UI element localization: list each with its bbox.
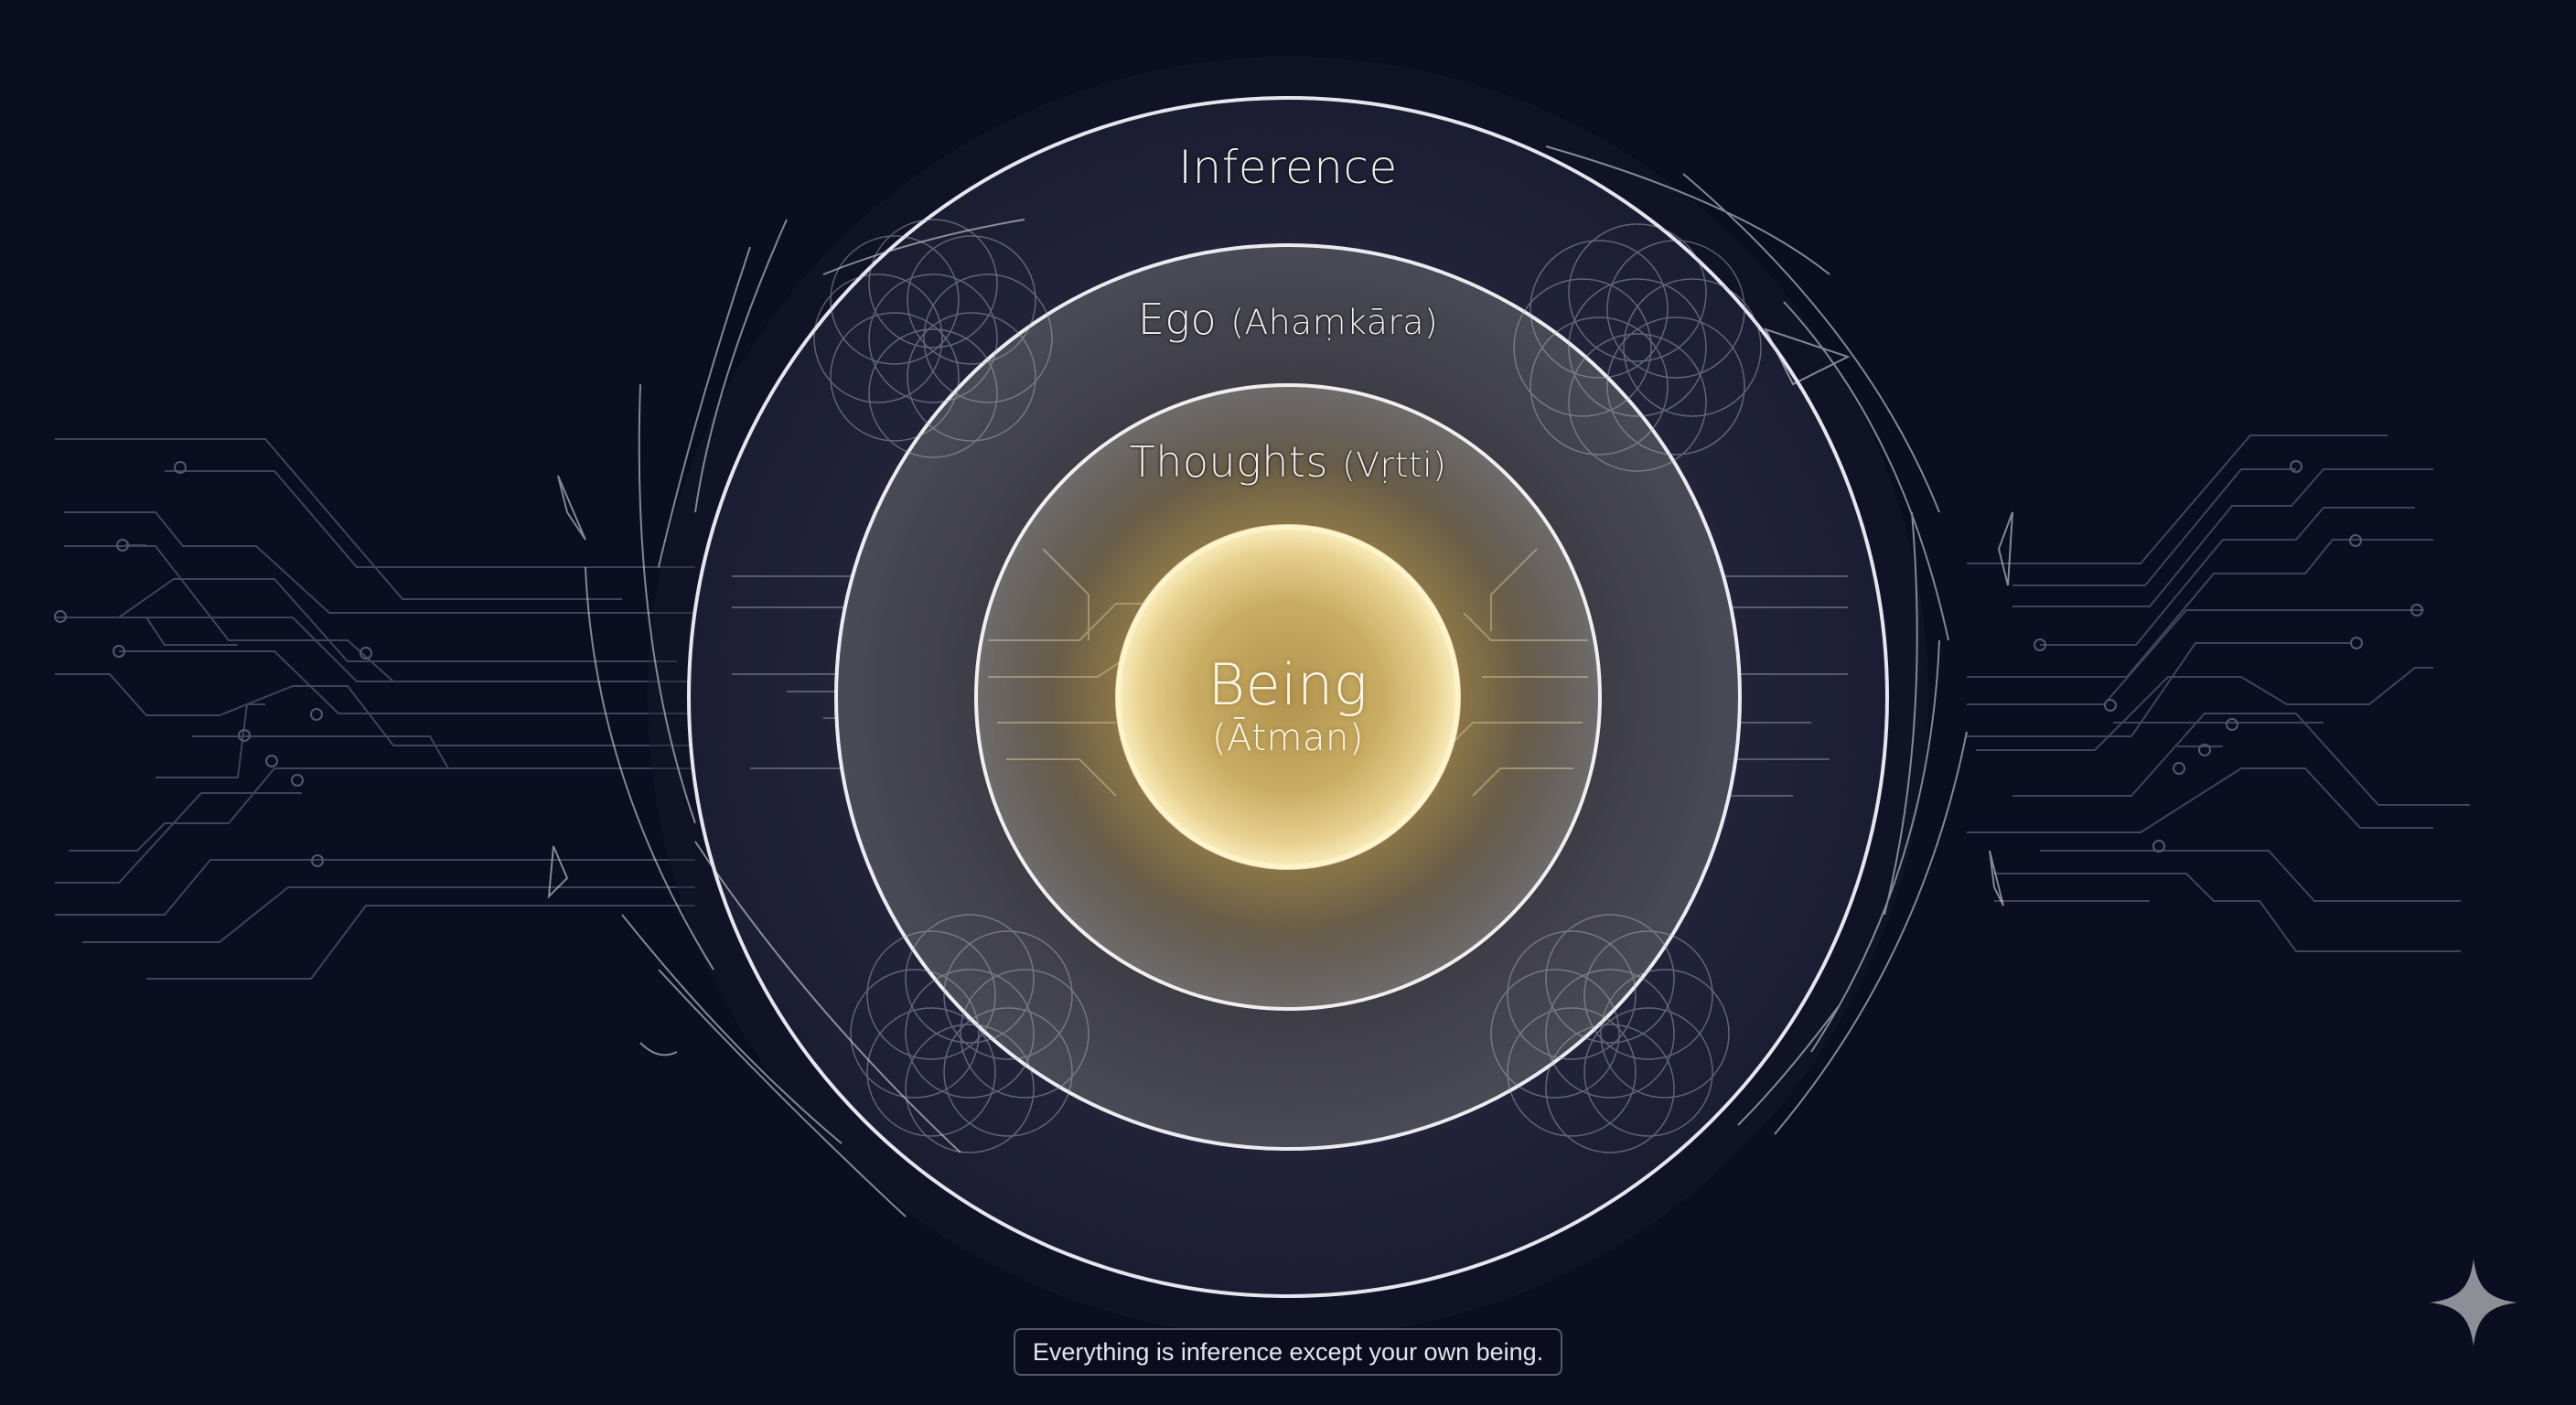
circuit-nodes-left [54,461,372,867]
caption-text: Everything is inference except your own … [1032,1338,1544,1366]
label-thoughts-main: Thoughts [1129,437,1328,487]
label-ego-main: Ego [1137,295,1218,344]
caption-box: Everything is inference except your own … [1014,1328,1562,1376]
label-being-sanskrit-text: (Ātman) [1212,717,1364,759]
label-being: Being [0,651,2576,718]
label-thoughts: Thoughts (Vṛtti) [0,437,2576,487]
label-inference: Inference [0,141,2576,194]
scribble-overlay-right [1545,145,2013,1135]
label-being-main: Being [1208,651,1368,718]
label-being-sanskrit: (Ātman) [0,717,2576,759]
core-being [1116,525,1460,869]
circuit-traces-right [1967,434,2470,952]
label-ego-sanskrit: (Ahaṃkāra) [1230,302,1439,342]
sacred-geometry-pattern [813,219,1762,1153]
label-inference-text: Inference [1178,141,1398,194]
scribble-overlay-left [547,219,1025,1217]
circuit-nodes-right [2034,460,2423,853]
label-thoughts-sanskrit: (Vṛtti) [1342,445,1447,485]
label-ego: Ego (Ahaṃkāra) [0,295,2576,344]
sparkle-icon [2430,1259,2517,1346]
